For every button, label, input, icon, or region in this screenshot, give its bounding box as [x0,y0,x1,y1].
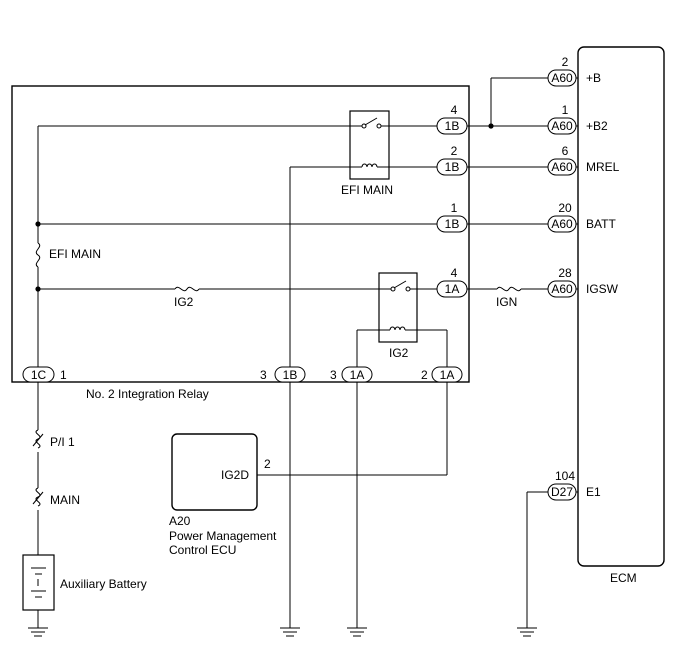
fuse-pi1-label: P/I 1 [50,435,75,449]
pin-number: 1 [562,103,569,117]
relay-pin-1b-2: 1B 2 [436,144,468,176]
power-management-ecu: IG2D 2 A20 Power Management Control ECU [169,457,277,557]
junction-dot [488,123,494,129]
junction-dot [35,221,41,227]
pm-ecu-pin-label: IG2D [221,468,249,482]
relay-pin-1b-4: 1B 4 [436,103,468,135]
fuse-ig2-label: IG2 [174,295,194,309]
signal-name: MREL [586,160,620,174]
connector-code: 1A [350,368,365,382]
fuse-main: MAIN [32,487,80,507]
ecm-pin-plus-b2: A60 1 +B2 [547,103,608,135]
pin-number: 3 [260,368,267,382]
pin-number: 20 [558,201,572,215]
integration-relay-label: No. 2 Integration Relay [86,387,209,401]
ground-symbol [517,627,537,637]
relay-pin-1a-2: 1A 2 [421,366,463,383]
ecm-pin-mrel: A60 6 MREL [547,144,620,176]
fuse-efi-main: EFI MAIN [35,242,101,268]
ecm-pin-batt: A60 20 BATT [547,201,616,233]
connector-code: A60 [551,217,573,231]
ground-symbol [28,627,48,637]
connector-code: A60 [551,119,573,133]
fuse-ign: IGN [496,286,522,309]
relay-pin-1b-1: 1B 1 [436,201,468,233]
fuse-ig2: IG2 [174,286,200,309]
ecm-box [577,46,665,567]
efi-main-relay: EFI MAIN [341,110,393,197]
connector-code: A60 [551,282,573,296]
connector-code: 1A [440,368,455,382]
ecm-label: ECM [610,571,637,585]
pin-number: 6 [562,144,569,158]
ecm-pin-e1: D27 104 E1 [547,469,601,501]
connector-code: 1B [445,217,460,231]
connector-code: 1B [283,368,298,382]
efi-main-relay-label: EFI MAIN [341,183,393,197]
relay-pin-1a-4: 1A 4 [436,266,468,298]
pin-number: 4 [451,103,458,117]
ecm-pin-plus-b: A60 2 +B [547,55,601,87]
pm-ecu-name-line2: Control ECU [169,543,236,557]
connector-code: D27 [551,485,573,499]
pm-ecu-code: A20 [169,514,191,528]
connector-code: 1A [445,282,460,296]
pin-number: 2 [562,55,569,69]
pin-number: 28 [558,266,572,280]
ig2-relay: IG2 [378,272,418,360]
pin-number: 104 [555,469,575,483]
signal-name: +B2 [586,119,608,133]
ecm-pin-igsw: A60 28 IGSW [547,266,619,298]
fuse-main-label: MAIN [50,493,80,507]
wires [37,77,578,628]
relay-pin-1c-1: 1C 1 [22,366,67,383]
pin-number: 2 [451,144,458,158]
pm-ecu-pin-number: 2 [264,457,271,471]
integration-relay-box [11,85,470,383]
auxiliary-battery: Auxiliary Battery [22,554,147,611]
relay-pin-1a-3: 1A 3 [330,366,373,383]
connector-code: 1B [445,119,460,133]
ig2-relay-label: IG2 [389,346,409,360]
relay-pin-1b-3: 1B 3 [260,366,306,383]
signal-name: BATT [586,217,616,231]
signal-name: IGSW [586,282,619,296]
pin-number: 1 [60,368,67,382]
pin-number: 4 [451,266,458,280]
ground-symbol [280,627,300,637]
fuse-pi1: P/I 1 [32,429,75,449]
signal-name: +B [586,71,601,85]
pin-number: 3 [330,368,337,382]
fuse-ign-label: IGN [496,295,517,309]
connector-code: A60 [551,160,573,174]
connector-code: A60 [551,71,573,85]
signal-name: E1 [586,485,601,499]
pin-number: 2 [421,368,428,382]
pm-ecu-box [171,433,258,511]
ground-symbol [347,627,367,637]
pin-number: 1 [451,201,458,215]
pm-ecu-name-line1: Power Management [169,529,277,543]
connector-code: 1C [31,368,47,382]
fuse-efi-main-label: EFI MAIN [49,247,101,261]
battery-label: Auxiliary Battery [60,577,147,591]
junction-dot [35,286,41,292]
connector-code: 1B [445,160,460,174]
